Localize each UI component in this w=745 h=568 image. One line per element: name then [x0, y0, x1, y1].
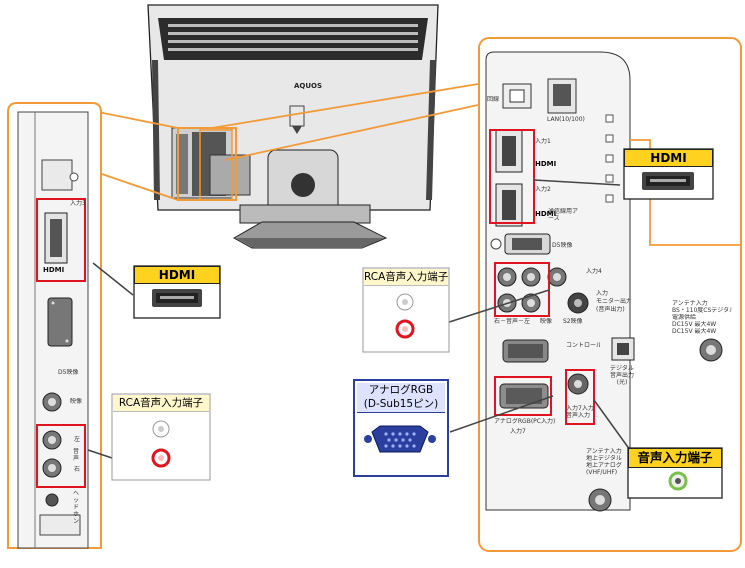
tv-back-illustration [147, 4, 439, 249]
right-antenna-bs-3: 電源供給 [672, 314, 697, 321]
right-antenna-bs-2: BS・110度CSデジタル [672, 307, 732, 314]
left-audio-mark-label: 音声 [73, 448, 80, 462]
right-digital-3: (光) [616, 379, 628, 386]
right-digital-1: デジタル [610, 365, 634, 372]
right-antenna-ter-3: 地上アナログ [586, 462, 622, 469]
right-input-out-1: 入力 [596, 290, 609, 297]
right-antenna-bs-5: DC15V 最大4W [672, 328, 717, 335]
right-input7-label: 入力7 [510, 428, 526, 435]
right-line-label: 回線 [487, 96, 500, 103]
right-hdmi-logo-2: HDMI [535, 210, 557, 218]
right-control-label: コントロール [566, 342, 600, 349]
left-hdmi-logo: HDMI [43, 266, 65, 274]
right-antenna-ter-4: (VHF/UHF) [586, 469, 618, 476]
right-audio-lr-label: 右－音声－左 [494, 318, 531, 325]
right-hdmi-logo-1: HDMI [535, 160, 557, 168]
right-d5-label: D5映像 [552, 242, 573, 249]
left-d5-label: D5映像 [58, 369, 79, 376]
right-antenna-ter-2: 地上デジタル [586, 455, 622, 462]
analog-rgb-line1: アナログRGB [368, 384, 434, 396]
hdmi-callout-left-title: HDMI [134, 266, 220, 284]
tv-brand-label: AQUOS [293, 82, 323, 90]
right-digital-2: 音声出力 [609, 372, 634, 379]
right-analog-rgb-pc-label: アナログRGB(PC入力) [494, 418, 556, 425]
right-antenna-ter-1: アンテナ入力 [586, 448, 622, 455]
right-audio-in-1: 入力7入力 [566, 405, 594, 412]
right-antenna-bs-4: DC15V 最大4W [672, 321, 717, 328]
right-input-out-2: モニター出力 [596, 298, 630, 305]
left-side-panel [7, 102, 102, 549]
left-audio-right-label: 右 [74, 466, 81, 473]
right-input2-label: 入力2 [535, 186, 551, 193]
left-video-label: 映像 [70, 398, 83, 405]
left-audio-left-label: 左 [74, 436, 81, 443]
right-s2-label: S2映像 [563, 318, 583, 325]
tv-port-highlight-inner [199, 129, 233, 201]
rca-callout-left-title: RCA音声入力端子 [113, 395, 209, 412]
right-input4-label: 入力4 [586, 268, 602, 275]
analog-rgb-line2: (D-Sub15ピン) [363, 398, 439, 410]
rca-callout-right-title: RCA音声入力端子 [364, 269, 448, 286]
hdmi-callout-right-title: HDMI [624, 149, 713, 167]
left-hdmi-input-label: 入力3 [70, 200, 86, 207]
right-input1-label: 入力1 [535, 138, 551, 145]
right-input-out-3: (音声出力) [596, 306, 625, 313]
right-lan-label: LAN(10/100) [547, 116, 585, 123]
right-ground-label: 通信線用アース [548, 208, 579, 222]
right-video-label: 映像 [540, 318, 553, 325]
right-rear-panel [478, 37, 742, 552]
right-antenna-bs-1: アンテナ入力 [672, 300, 708, 307]
audio-input-callout-title: 音声入力端子 [628, 448, 722, 468]
right-audio-in-2: 音声入力 [566, 412, 591, 419]
left-headphone-label: ヘッドホン [73, 490, 80, 525]
analog-rgb-callout-title: アナログRGB (D-Sub15ピン) [357, 383, 445, 413]
